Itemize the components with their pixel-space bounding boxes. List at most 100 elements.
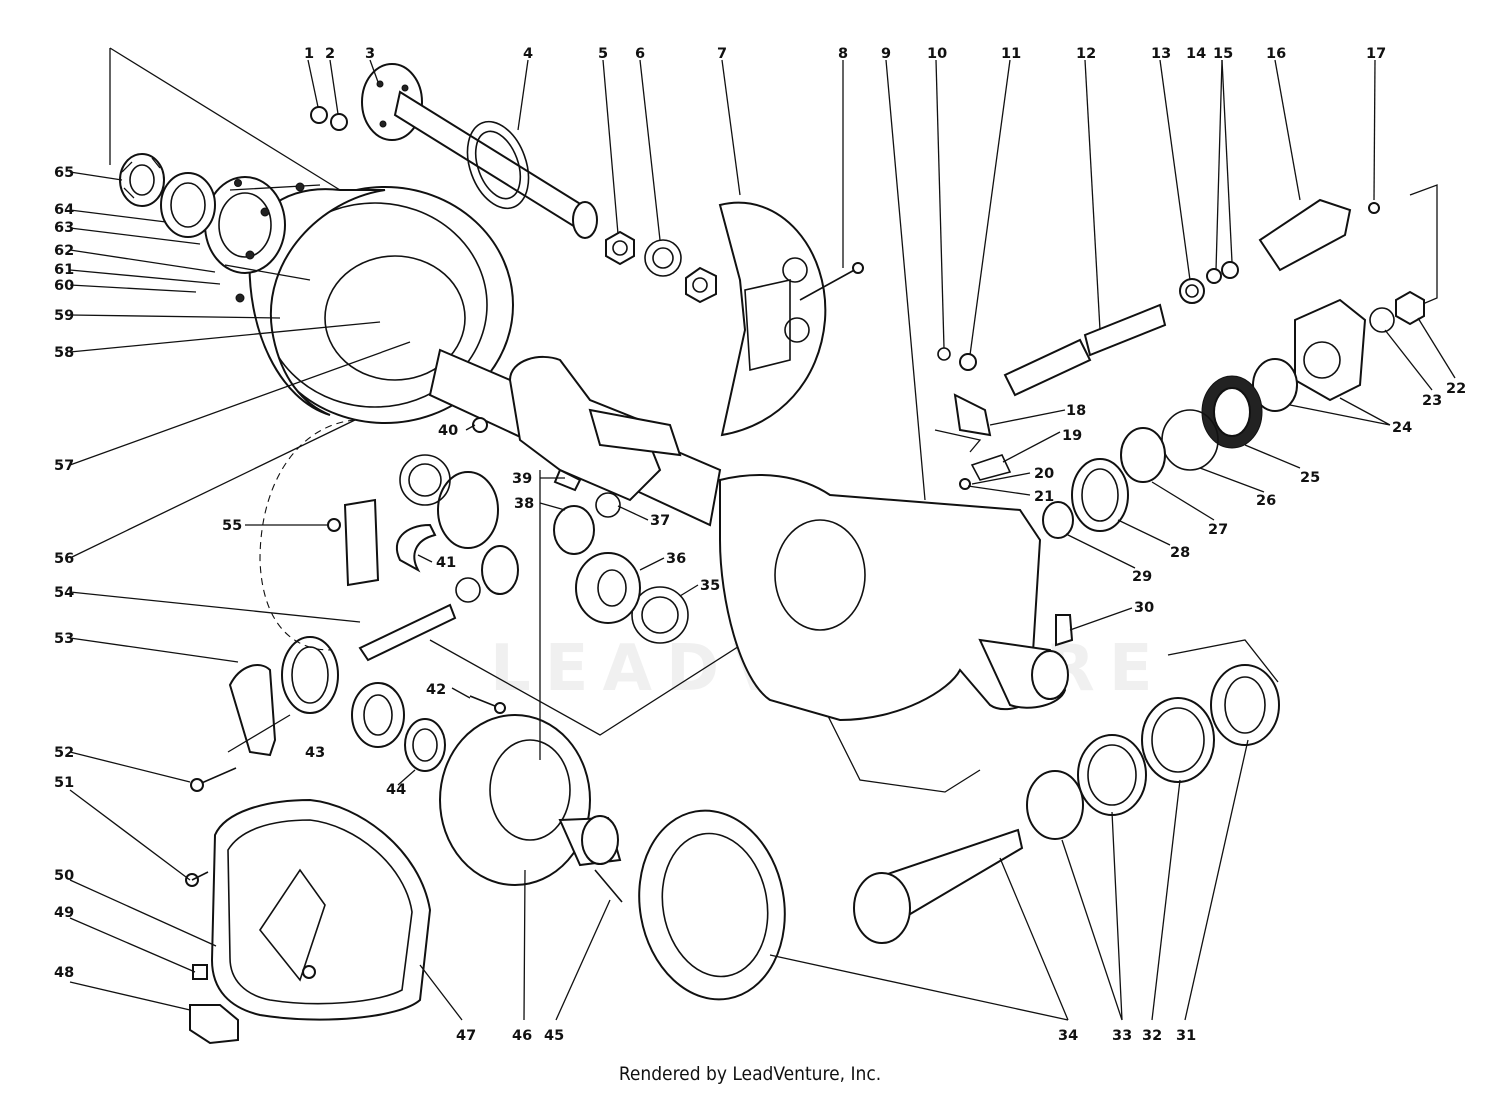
callout-44: 44 <box>386 782 406 798</box>
callout-48: 48 <box>54 965 74 981</box>
callout-30: 30 <box>1134 600 1154 616</box>
caption: Rendered by LeadVenture, Inc. <box>619 1063 881 1085</box>
callout-35: 35 <box>700 578 720 594</box>
bearing-cup-43 <box>281 636 339 714</box>
ring-gear <box>638 809 786 1001</box>
callout-63: 63 <box>54 220 74 236</box>
callout-4: 4 <box>523 46 533 62</box>
callout-26: 26 <box>1256 493 1276 509</box>
axle-housing-9 <box>428 348 1069 722</box>
differential-cover-47 <box>210 798 432 1021</box>
callout-14: 14 <box>1186 46 1206 62</box>
callout-58: 58 <box>54 345 74 361</box>
callout-43: 43 <box>305 745 325 761</box>
callout-22: 22 <box>1446 381 1466 397</box>
bolt-52 <box>190 767 237 792</box>
callout-57: 57 <box>54 458 74 474</box>
callout-38: 38 <box>514 496 534 512</box>
gasket-4 <box>466 120 530 210</box>
nut-5 <box>605 230 635 266</box>
callout-45: 45 <box>544 1028 564 1044</box>
gasket-56 <box>259 419 356 651</box>
callout-41: 41 <box>436 555 456 571</box>
shim-44 <box>404 718 446 772</box>
callout-27: 27 <box>1208 522 1228 538</box>
callout-29: 29 <box>1132 569 1152 585</box>
callout-54: 54 <box>54 585 74 601</box>
adjuster-plate-55 <box>327 498 380 587</box>
callout-32: 32 <box>1142 1028 1162 1044</box>
bearing-cone-65 <box>119 153 165 207</box>
callout-20: 20 <box>1034 466 1054 482</box>
lock-washer-6 <box>644 239 682 277</box>
bearing-cup-64 <box>160 172 216 238</box>
washer-2 <box>330 113 348 131</box>
drive-pinion-gear-34 <box>853 828 1024 944</box>
bearing-cap-53 <box>228 664 277 757</box>
callout-31: 31 <box>1176 1028 1196 1044</box>
callout-53: 53 <box>54 631 74 647</box>
callout-1: 1 <box>304 46 314 62</box>
pinion-side-parts <box>937 198 1425 647</box>
callout-24: 24 <box>1392 420 1412 436</box>
nut-1 <box>310 106 328 124</box>
bolt-51 <box>185 871 209 887</box>
callout-34: 34 <box>1058 1028 1078 1044</box>
callout-10: 10 <box>927 46 947 62</box>
callout-37: 37 <box>650 513 670 529</box>
callout-15: 15 <box>1213 46 1233 62</box>
callout-47: 47 <box>456 1028 476 1044</box>
callout-56: 56 <box>54 551 74 567</box>
callout-64: 64 <box>54 202 74 218</box>
callout-18: 18 <box>1066 403 1086 419</box>
bearing-cone-43 <box>351 682 405 748</box>
differential-case-46 <box>439 714 623 903</box>
callout-55: 55 <box>222 518 242 534</box>
spider-shaft-54 <box>358 603 457 662</box>
callout-12: 12 <box>1076 46 1096 62</box>
callout-labels: 1 2 3 4 5 6 7 8 9 10 11 12 13 14 15 16 1… <box>54 46 1466 1044</box>
brake-drum-hub <box>204 176 514 424</box>
callout-52: 52 <box>54 745 74 761</box>
callout-8: 8 <box>838 46 848 62</box>
bolt-8 <box>799 262 864 301</box>
callout-23: 23 <box>1422 393 1442 409</box>
plug-48 <box>189 1004 239 1045</box>
callout-28: 28 <box>1170 545 1190 561</box>
callout-11: 11 <box>1001 46 1021 62</box>
callout-19: 19 <box>1062 428 1082 444</box>
callout-7: 7 <box>717 46 727 62</box>
callout-3: 3 <box>365 46 375 62</box>
callout-13: 13 <box>1151 46 1171 62</box>
callout-17: 17 <box>1366 46 1386 62</box>
backing-plate-7 <box>718 201 827 437</box>
callout-51: 51 <box>54 775 74 791</box>
callout-40: 40 <box>438 423 458 439</box>
callout-33: 33 <box>1112 1028 1132 1044</box>
callout-49: 49 <box>54 905 74 921</box>
callout-42: 42 <box>426 682 446 698</box>
leader-lines <box>69 59 1456 1021</box>
callout-39: 39 <box>512 471 532 487</box>
callout-61: 61 <box>54 262 74 278</box>
callout-60: 60 <box>54 278 74 294</box>
bolt-42 <box>469 695 506 714</box>
callout-21: 21 <box>1034 489 1054 505</box>
differential-gears <box>395 417 689 644</box>
plug-49 <box>192 964 208 980</box>
callout-46: 46 <box>512 1028 532 1044</box>
callout-16: 16 <box>1266 46 1286 62</box>
callout-25: 25 <box>1300 470 1320 486</box>
callout-50: 50 <box>54 868 74 884</box>
callout-65: 65 <box>54 165 74 181</box>
callout-2: 2 <box>325 46 335 62</box>
callout-6: 6 <box>635 46 645 62</box>
pinion-bearings <box>1026 664 1280 840</box>
callout-5: 5 <box>598 46 608 62</box>
nut-5b <box>685 266 717 304</box>
callout-9: 9 <box>881 46 891 62</box>
callout-36: 36 <box>666 551 686 567</box>
axle-shaft <box>361 63 598 239</box>
callout-62: 62 <box>54 243 74 259</box>
